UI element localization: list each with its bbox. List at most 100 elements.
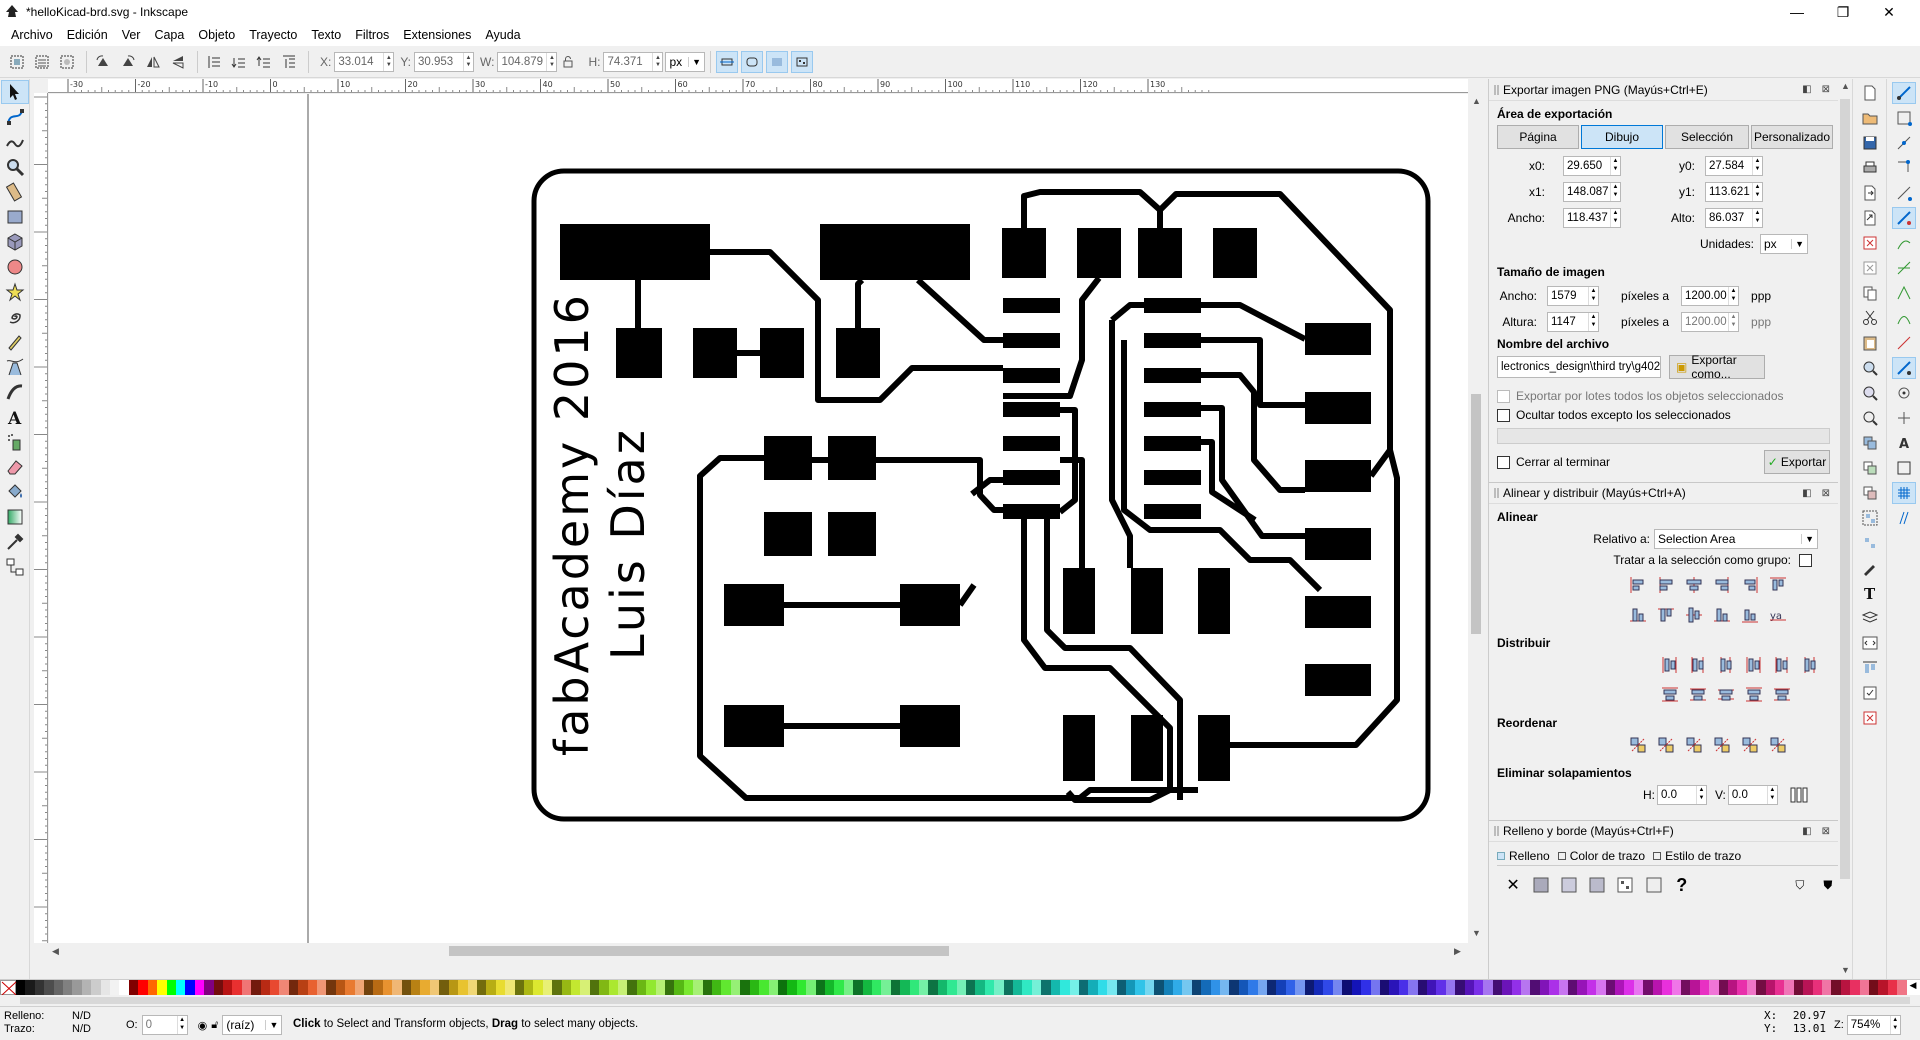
flat-color-icon[interactable] — [1531, 874, 1551, 896]
color-swatch[interactable] — [34, 980, 45, 995]
color-swatch[interactable] — [420, 980, 430, 995]
scale-corners-icon[interactable] — [741, 50, 764, 73]
traces[interactable] — [635, 189, 1400, 803]
align-left-to-right-icon[interactable] — [1739, 574, 1761, 596]
color-swatch[interactable] — [1041, 980, 1051, 995]
color-swatch[interactable] — [429, 980, 440, 995]
lock-proportions-icon[interactable] — [557, 51, 579, 73]
color-swatch[interactable] — [1765, 980, 1775, 995]
color-swatch[interactable] — [251, 980, 261, 995]
color-swatch[interactable] — [1549, 980, 1559, 995]
distribute-centers-horizontal-icon[interactable] — [1687, 654, 1709, 676]
color-swatch[interactable] — [1088, 980, 1098, 995]
selector-tool-icon[interactable] — [1, 80, 29, 104]
color-swatch[interactable] — [1718, 980, 1728, 995]
color-swatch[interactable] — [138, 980, 148, 995]
x-value[interactable] — [335, 52, 384, 71]
document-properties-icon[interactable] — [1858, 707, 1882, 729]
color-swatch[interactable] — [984, 980, 995, 995]
color-swatch[interactable] — [824, 980, 835, 995]
h-value[interactable] — [604, 52, 653, 71]
x0-input[interactable]: 29.650▲▼ — [1563, 156, 1621, 176]
spinner-icon[interactable]: ▲▼ — [1728, 287, 1738, 305]
align-top-to-bottom-icon[interactable] — [1739, 604, 1761, 626]
color-swatch[interactable] — [1210, 980, 1220, 995]
spinner-icon[interactable]: ▲▼ — [1752, 209, 1762, 227]
color-swatch[interactable] — [542, 980, 553, 995]
color-swatch[interactable] — [279, 980, 289, 995]
color-swatch[interactable] — [411, 980, 421, 995]
color-swatch[interactable] — [618, 980, 628, 995]
panel-close-icon[interactable]: ⊠ — [1821, 84, 1830, 95]
color-swatch[interactable] — [44, 980, 54, 995]
color-swatch[interactable] — [890, 980, 901, 995]
unset-paint-icon[interactable]: ? — [1676, 874, 1688, 895]
board-text-line2[interactable]: Luis Díaz — [601, 427, 655, 660]
color-swatch[interactable] — [354, 980, 365, 995]
dpi-input[interactable]: 1200.00▲▼ — [1681, 286, 1740, 306]
color-swatch[interactable] — [448, 980, 459, 995]
color-swatch[interactable] — [834, 980, 844, 995]
export-tab-page[interactable]: Página — [1497, 125, 1579, 149]
snap-bbox-corners-icon[interactable] — [1892, 157, 1916, 179]
color-swatch[interactable] — [1586, 980, 1597, 995]
snap-paths-icon[interactable] — [1892, 232, 1916, 254]
snap-cusp-nodes-icon[interactable] — [1892, 282, 1916, 304]
color-swatch[interactable] — [1135, 980, 1145, 995]
distribute-baselines-vertical-icon[interactable] — [1771, 684, 1793, 706]
color-swatch[interactable] — [589, 980, 600, 995]
color-swatch[interactable] — [364, 980, 374, 995]
spinner-icon[interactable]: ▲▼ — [1610, 157, 1620, 175]
color-swatch[interactable] — [1455, 980, 1465, 995]
color-swatch[interactable] — [1285, 980, 1296, 995]
color-swatch[interactable] — [881, 980, 891, 995]
snap-smooth-nodes-icon[interactable] — [1892, 307, 1916, 329]
color-swatch[interactable] — [1116, 980, 1126, 995]
color-swatch[interactable] — [458, 980, 468, 995]
x1-input[interactable]: 148.087▲▼ — [1563, 182, 1621, 202]
unlink-clone-icon[interactable] — [1858, 482, 1882, 504]
snap-bbox-icon[interactable] — [1892, 107, 1916, 129]
fill-stroke-icon[interactable] — [1858, 557, 1882, 579]
color-palette[interactable]: ◀ — [0, 979, 1920, 996]
distribute-remove-overlaps-icon[interactable] — [1771, 654, 1793, 676]
color-swatch[interactable] — [147, 980, 158, 995]
color-swatch[interactable] — [1850, 980, 1860, 995]
panel-close-icon[interactable]: ⊠ — [1821, 825, 1830, 837]
color-swatch[interactable] — [1859, 980, 1870, 995]
stroke-style-tab[interactable]: Estilo de trazo — [1653, 849, 1741, 863]
align-distribute-icon[interactable] — [1858, 657, 1882, 679]
gradient-tool-icon[interactable] — [1, 505, 29, 529]
paste-icon[interactable] — [1858, 332, 1882, 354]
move-patterns-icon[interactable] — [791, 50, 814, 73]
color-swatch[interactable] — [1803, 980, 1813, 995]
color-swatch[interactable] — [655, 980, 666, 995]
radial-gradient-icon[interactable] — [1587, 874, 1607, 896]
color-swatch[interactable] — [1521, 980, 1531, 995]
spinner-icon[interactable]: ▲▼ — [1766, 786, 1777, 804]
snap-path-intersections-icon[interactable] — [1892, 257, 1916, 279]
exchange-selection-order-icon[interactable] — [1655, 734, 1677, 756]
scroll-thumb[interactable] — [20, 997, 1910, 1004]
color-swatch[interactable] — [1398, 980, 1409, 995]
snap-line-midpoints-icon[interactable] — [1892, 332, 1916, 354]
color-swatch[interactable] — [1746, 980, 1757, 995]
linear-gradient-icon[interactable] — [1559, 874, 1579, 896]
color-swatch[interactable] — [1182, 980, 1192, 995]
select-all-icon[interactable] — [6, 51, 28, 73]
color-swatch[interactable] — [486, 980, 496, 995]
color-swatch[interactable] — [1314, 980, 1324, 995]
color-swatch[interactable] — [683, 980, 694, 995]
dropper-tool-icon[interactable] — [1, 530, 29, 554]
panel-iconify-icon[interactable]: ◧ — [1802, 825, 1812, 837]
color-swatch[interactable] — [1464, 980, 1474, 995]
color-swatch[interactable] — [1539, 980, 1550, 995]
snap-rotation-center-icon[interactable] — [1892, 407, 1916, 429]
color-swatch[interactable] — [1699, 980, 1710, 995]
h-spinner[interactable]: ▲▼ — [652, 52, 662, 71]
color-swatch[interactable] — [1342, 980, 1352, 995]
w-value[interactable] — [498, 52, 547, 71]
align-baseline-icon[interactable]: ya — [1767, 604, 1789, 626]
ellipse-tool-icon[interactable] — [1, 255, 29, 279]
